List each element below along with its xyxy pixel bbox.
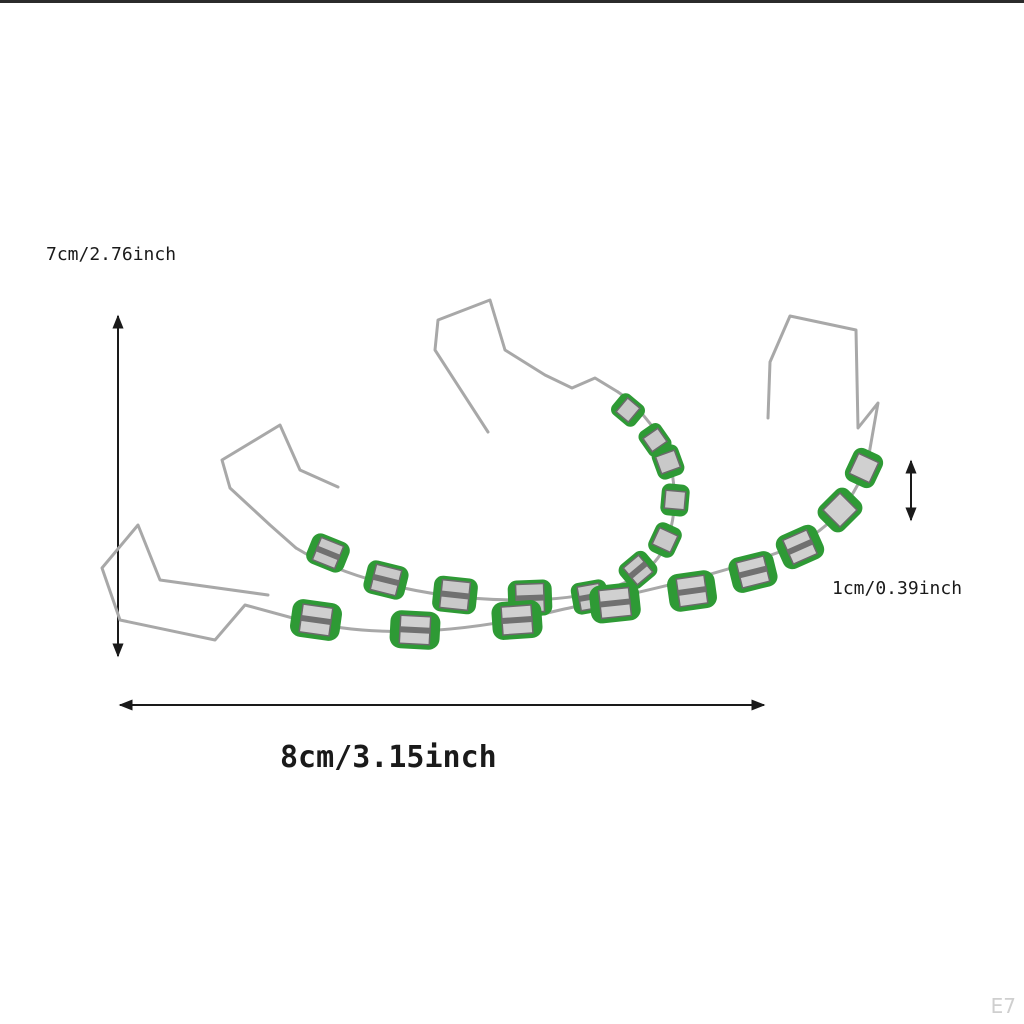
width-dimension-label: 8cm/3.15inch [280,740,497,775]
bracket [389,610,441,650]
back-arch-brackets [306,393,690,617]
bracket [618,550,658,590]
back-arch-wire [220,298,676,602]
bracket [290,599,342,641]
bracket [648,522,682,558]
bracket [589,582,641,624]
image-code-label: E7 [990,994,1016,1018]
bracket [775,524,825,570]
bracket [817,487,863,533]
depth-dimension-label: 1cm/0.39inch [832,578,963,599]
top-border [0,0,1024,3]
front-arch-brackets [290,447,884,650]
bracket [611,393,645,427]
bracket [844,447,884,489]
bracket [728,551,778,593]
bracket [363,560,409,600]
bracket [491,600,543,640]
bracket [432,575,478,615]
bracket [660,483,690,517]
height-dimension-label: 7cm/2.76inch [46,244,177,265]
bracket [306,533,350,573]
bracket [667,570,717,612]
bracket [638,423,672,457]
front-arch-wire [100,314,880,642]
